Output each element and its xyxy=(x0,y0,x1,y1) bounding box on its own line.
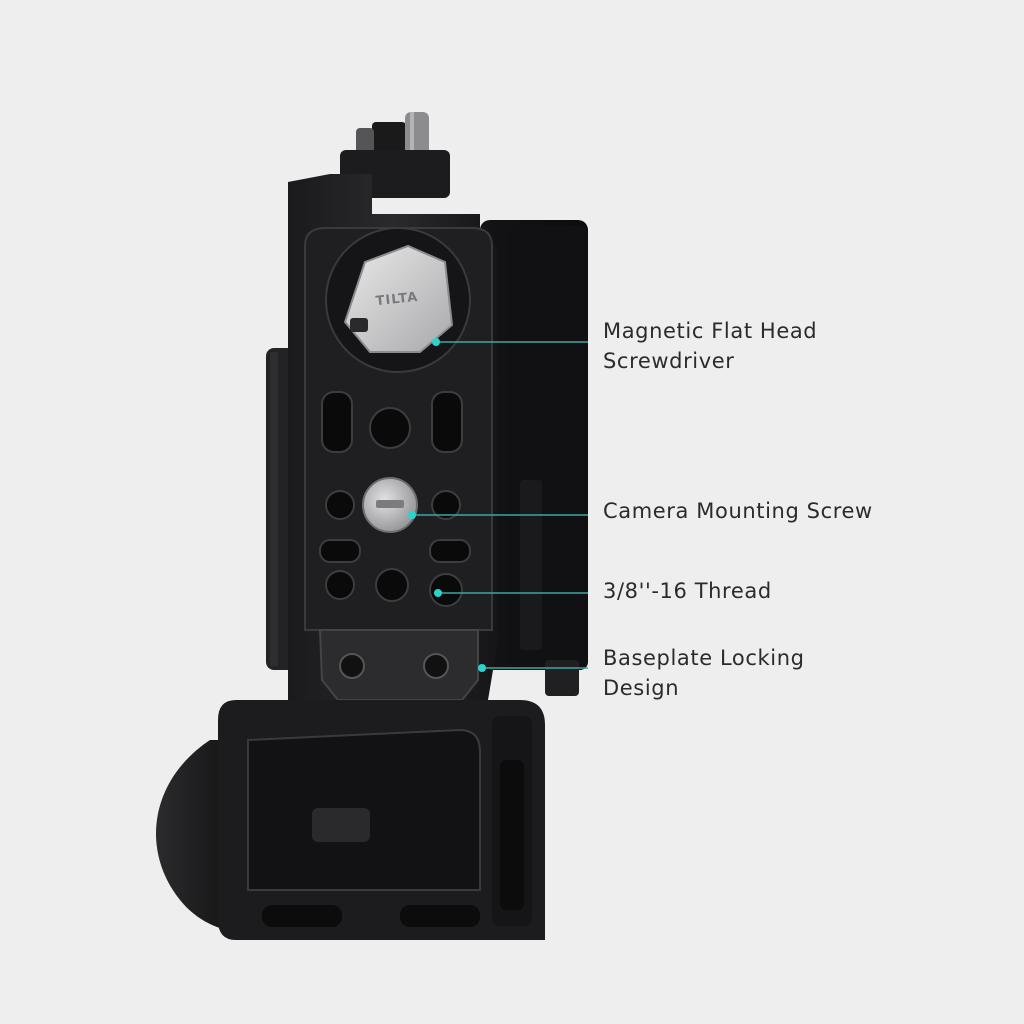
callout-magnetic-screwdriver: Magnetic Flat Head Screwdriver xyxy=(603,316,817,376)
callout-line: Camera Mounting Screw xyxy=(603,499,873,523)
callout-baseplate-locking: Baseplate Locking Design xyxy=(603,643,805,703)
callout-camera-mounting-screw: Camera Mounting Screw xyxy=(603,496,873,526)
callout-dot xyxy=(478,664,486,672)
callout-line: Screwdriver xyxy=(603,349,735,373)
callout-line: Baseplate Locking xyxy=(603,646,805,670)
lower-cage xyxy=(218,700,545,940)
callout-line: Magnetic Flat Head xyxy=(603,319,818,343)
callout-line: Design xyxy=(603,676,680,700)
callout-dot xyxy=(408,511,416,519)
baseplate-lock xyxy=(318,629,479,701)
camera-mounting-screw xyxy=(362,477,418,533)
callout-line: 3/8''-16 Thread xyxy=(603,579,772,603)
camera-body xyxy=(480,220,588,696)
callout-pointers xyxy=(408,338,588,672)
callout-thread: 3/8''-16 Thread xyxy=(603,576,772,606)
callout-dot xyxy=(434,589,442,597)
callout-dot xyxy=(432,338,440,346)
